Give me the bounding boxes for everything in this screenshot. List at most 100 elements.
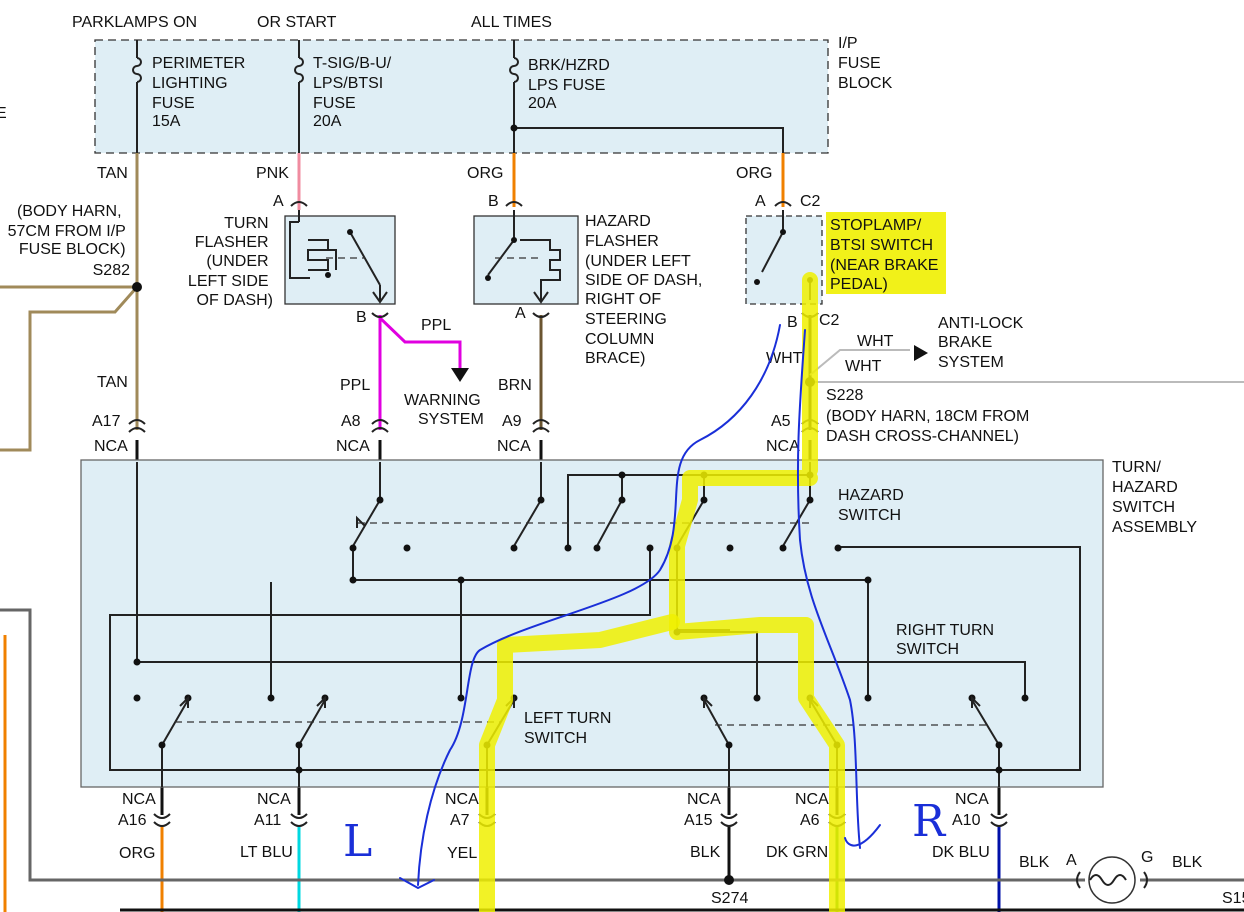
- label-pnk: PNK: [256, 165, 289, 182]
- hazard-flasher: B A HAZARD FLASHER (UNDER LEFT SIDE OF D…: [473, 193, 702, 367]
- conn-a6: NCA: [795, 791, 829, 808]
- s15-label: S15: [1222, 890, 1244, 907]
- abs-arrow: [914, 345, 928, 361]
- assembly-mechanical-links: [175, 522, 990, 726]
- wire-ground: [0, 608, 1244, 882]
- wire-wht-gray: [809, 349, 1244, 383]
- fuse1-label: PERIMETER LIGHTING FUSE 15A: [152, 55, 250, 130]
- pen-right-path: [796, 329, 861, 849]
- tf-contact-2: [325, 272, 331, 278]
- fuse3-label: BRK/HZRD LPS FUSE 20A: [528, 57, 614, 112]
- pen-right-arrowhead: [844, 824, 881, 847]
- bottom-connectors: NCA A16 NCA A11 NCA A7 NCA A15 NCA A6 NC…: [118, 791, 1008, 829]
- pin-a7: A7: [450, 812, 470, 829]
- ground-coil-icon: [1089, 874, 1127, 886]
- label-blk-2: BLK: [1019, 854, 1050, 871]
- fuse-block: PARKLAMPS ON OR START ALL TIMES I/P FUSE…: [72, 14, 893, 154]
- s282-dot: [132, 282, 142, 292]
- ground-pin-a: A: [1066, 852, 1077, 869]
- conn-a9: NCA: [497, 438, 531, 455]
- header-all-times: ALL TIMES: [471, 14, 552, 31]
- ground-connector: [1076, 856, 1148, 904]
- right-turn-label: RIGHT TURN SWITCH: [896, 622, 999, 658]
- label-ppl: PPL: [421, 317, 451, 334]
- pin-a-stoplamp: A: [755, 193, 766, 210]
- fuse-block-box: [94, 39, 829, 154]
- label-tan-2: TAN: [97, 374, 128, 391]
- pin-a15: A15: [684, 812, 713, 829]
- conn-a7: NCA: [445, 791, 479, 808]
- stoplamp-label: STOPLAMP/ BTSI SWITCH (NEAR BRAKE PEDAL): [830, 217, 943, 293]
- conn-a11: NCA: [257, 791, 291, 808]
- stoplamp-switch: A C2 B C2 STOPLAMP/ BTSI SWITCH (NEAR BR…: [745, 193, 946, 331]
- tf-contact-1: [347, 229, 353, 235]
- hf-contact-2: [485, 275, 491, 281]
- label-blk: BLK: [690, 844, 721, 861]
- ground-brackets: [1076, 871, 1148, 889]
- pin-b-stoplamp: B: [787, 314, 798, 331]
- hazard-flasher-coil-icon: [520, 239, 561, 281]
- fuse-symbol-2: [294, 40, 304, 153]
- label-ppl-2: PPL: [340, 377, 370, 394]
- wire-into-assembly: [135, 440, 812, 462]
- pen-annotations: L R: [343, 324, 947, 889]
- sl-contact-1: [780, 229, 786, 235]
- pin-a9: A9: [502, 413, 522, 430]
- fuse-symbol-3: [509, 40, 784, 153]
- highlight-left-path: [479, 614, 680, 912]
- highlight-right-path: [669, 272, 845, 912]
- pen-left-path: [417, 324, 781, 886]
- left-turn-label: LEFT TURN SWITCH: [524, 710, 616, 747]
- pin-a10: A10: [952, 812, 981, 829]
- turn-flasher-terminals: [290, 201, 389, 318]
- pin-a11: A11: [254, 812, 281, 829]
- hazard-flasher-terminals: [505, 201, 550, 318]
- splice-labels: (BODY HARN, 57CM FROM I/P FUSE BLOCK) S2…: [8, 203, 1244, 907]
- pin-a-turn: A: [273, 193, 284, 210]
- label-org-bottom: ORG: [119, 845, 155, 862]
- turn-flasher-label: TURN FLASHER (UNDER LEFT SIDE OF DASH): [188, 215, 273, 309]
- label-dkgrn: DK GRN: [766, 844, 828, 861]
- pin-a16: A16: [118, 812, 147, 829]
- bottom-terminal-icons: [153, 813, 1008, 827]
- s274-label: S274: [711, 890, 748, 907]
- hazard-flasher-box: [473, 215, 579, 305]
- conn-a17: NCA: [94, 438, 128, 455]
- fuse3-junction: [510, 124, 518, 132]
- conn-a16: NCA: [122, 791, 156, 808]
- fuse2-label: T-SIG/B-U/ LPS/BTSI FUSE 20A: [313, 55, 396, 130]
- s274-dot: [724, 875, 734, 885]
- highlight-marks: [479, 272, 845, 912]
- pin-a5: A5: [771, 413, 791, 430]
- ground-circle: [1088, 856, 1136, 904]
- hazard-switch-label: HAZARD SWITCH: [838, 487, 908, 524]
- pin-a-hazard: A: [515, 305, 526, 322]
- wire-tan-left: [0, 285, 139, 452]
- assembly-box: [80, 459, 1104, 788]
- label-org-2: ORG: [736, 165, 772, 182]
- sl-contact-2: [754, 279, 760, 285]
- pen-letter-l: L: [343, 816, 372, 867]
- turn-flasher: A B TURN FLASHER (UNDER LEFT SIDE OF DAS…: [188, 193, 396, 326]
- pin-a6: A6: [800, 812, 820, 829]
- ground-pin-g: G: [1141, 849, 1153, 866]
- warning-label: WARNING SYSTEM: [404, 392, 485, 428]
- conn-a10: NCA: [955, 791, 989, 808]
- header-or-start: OR START: [257, 14, 337, 31]
- pen-left-arrowhead: [399, 877, 435, 889]
- assembly-label: TURN/ HAZARD SWITCH ASSEMBLY: [1112, 459, 1197, 536]
- label-brn: BRN: [498, 377, 532, 394]
- label-dkblu: DK BLU: [932, 844, 990, 861]
- conn-a8: NCA: [336, 438, 370, 455]
- conn-a15: NCA: [687, 791, 721, 808]
- wire-ppl: [378, 315, 462, 430]
- switch-assembly: TURN/ HAZARD SWITCH ASSEMBLY HAZARD SWIT…: [80, 459, 1197, 788]
- label-tan: TAN: [97, 165, 128, 182]
- stoplamp-highlight: [826, 212, 946, 294]
- warning-arrow: [451, 368, 469, 382]
- pin-a17: A17: [92, 413, 121, 430]
- turn-flasher-box: [284, 215, 396, 305]
- turn-flasher-coil-icon: [307, 239, 329, 271]
- label-wht-2: WHT: [857, 333, 894, 350]
- abs-label: ANTI-LOCK BRAKE SYSTEM: [938, 315, 1028, 371]
